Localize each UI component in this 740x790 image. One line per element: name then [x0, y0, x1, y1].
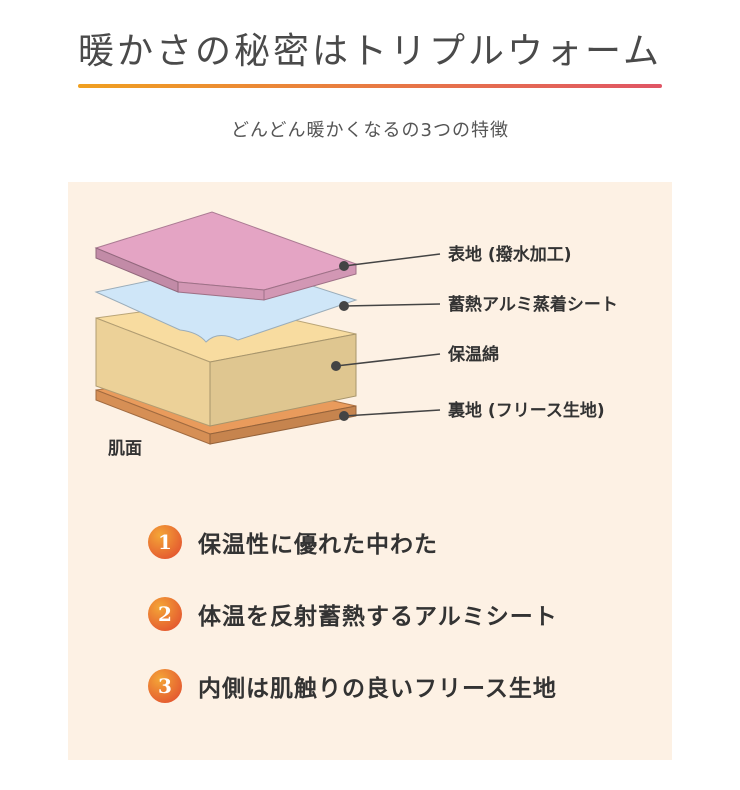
number-badge: 1 [148, 525, 182, 559]
skin-side-label: 肌面 [108, 439, 142, 459]
feature-text: 保温性に優れた中わた [198, 532, 438, 558]
leader-lines [331, 253, 441, 421]
layer-diagram: 表地 (撥水加工) 蓄熱アルミ蒸着シート 保温綿 裏地 (フリース生地) 肌面 [94, 211, 618, 459]
number-badge: 3 [148, 669, 182, 703]
number-badge: 2 [148, 597, 182, 631]
title-underline [78, 84, 662, 88]
layer-label-foil: 蓄熱アルミ蒸着シート [448, 294, 618, 315]
feature-item: 2 体温を反射蓄熱するアルミシート [148, 594, 558, 634]
feature-text: 体温を反射蓄熱するアルミシート [198, 604, 558, 630]
feature-item: 3 内側は肌触りの良いフリース生地 [148, 666, 557, 706]
diagram-panel: 表地 (撥水加工) 蓄熱アルミ蒸着シート 保温綿 裏地 (フリース生地) 肌面 … [68, 182, 672, 760]
page-subtitle: どんどん暖かくなるの3つの特徴 [231, 120, 509, 141]
page-title: 暖かさの秘密はトリプルウォーム [78, 31, 662, 72]
feature-item: 1 保温性に優れた中わた [148, 522, 438, 562]
feature-text: 内側は肌触りの良いフリース生地 [198, 676, 557, 702]
layer-label-outer: 表地 (撥水加工) [448, 244, 571, 265]
layer-label-insulation: 保温綿 [447, 344, 499, 365]
outer-layer [94, 211, 358, 301]
layer-label-lining: 裏地 (フリース生地) [447, 400, 605, 421]
